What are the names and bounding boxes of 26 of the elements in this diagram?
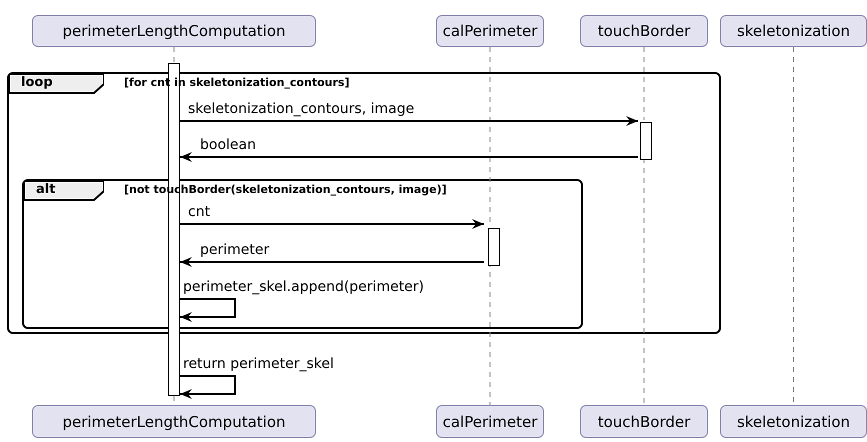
message-label: skeletonization_contours, image [188, 101, 414, 117]
fragment-keyword: alt [36, 182, 56, 197]
self-message-arrow [180, 375, 236, 399]
fragment-frame [7, 72, 721, 334]
fragment-keyword: loop [21, 75, 53, 90]
participant-box: skeletonization [720, 405, 867, 438]
message-label: perimeter [200, 242, 270, 258]
activation-bar [640, 122, 652, 160]
message-arrow [180, 116, 638, 126]
participant-box: touchBorder [580, 15, 708, 47]
message-label: return perimeter_skel [183, 356, 334, 372]
participant-box: touchBorder [580, 405, 708, 438]
participant-box: perimeterLengthComputation [32, 405, 316, 438]
participant-box: skeletonization [720, 15, 867, 47]
self-message-arrow [180, 298, 236, 322]
message-arrow [180, 257, 484, 267]
fragment-frame [22, 179, 583, 329]
participant-box: perimeterLengthComputation [32, 15, 316, 47]
message-arrow [180, 219, 484, 229]
message-label: boolean [200, 137, 256, 153]
message-label: cnt [188, 204, 210, 220]
message-label: perimeter_skel.append(perimeter) [183, 279, 424, 295]
activation-bar [488, 228, 500, 266]
message-arrow [180, 152, 638, 162]
participant-box: calPerimeter [436, 405, 544, 438]
participant-box: calPerimeter [436, 15, 544, 47]
